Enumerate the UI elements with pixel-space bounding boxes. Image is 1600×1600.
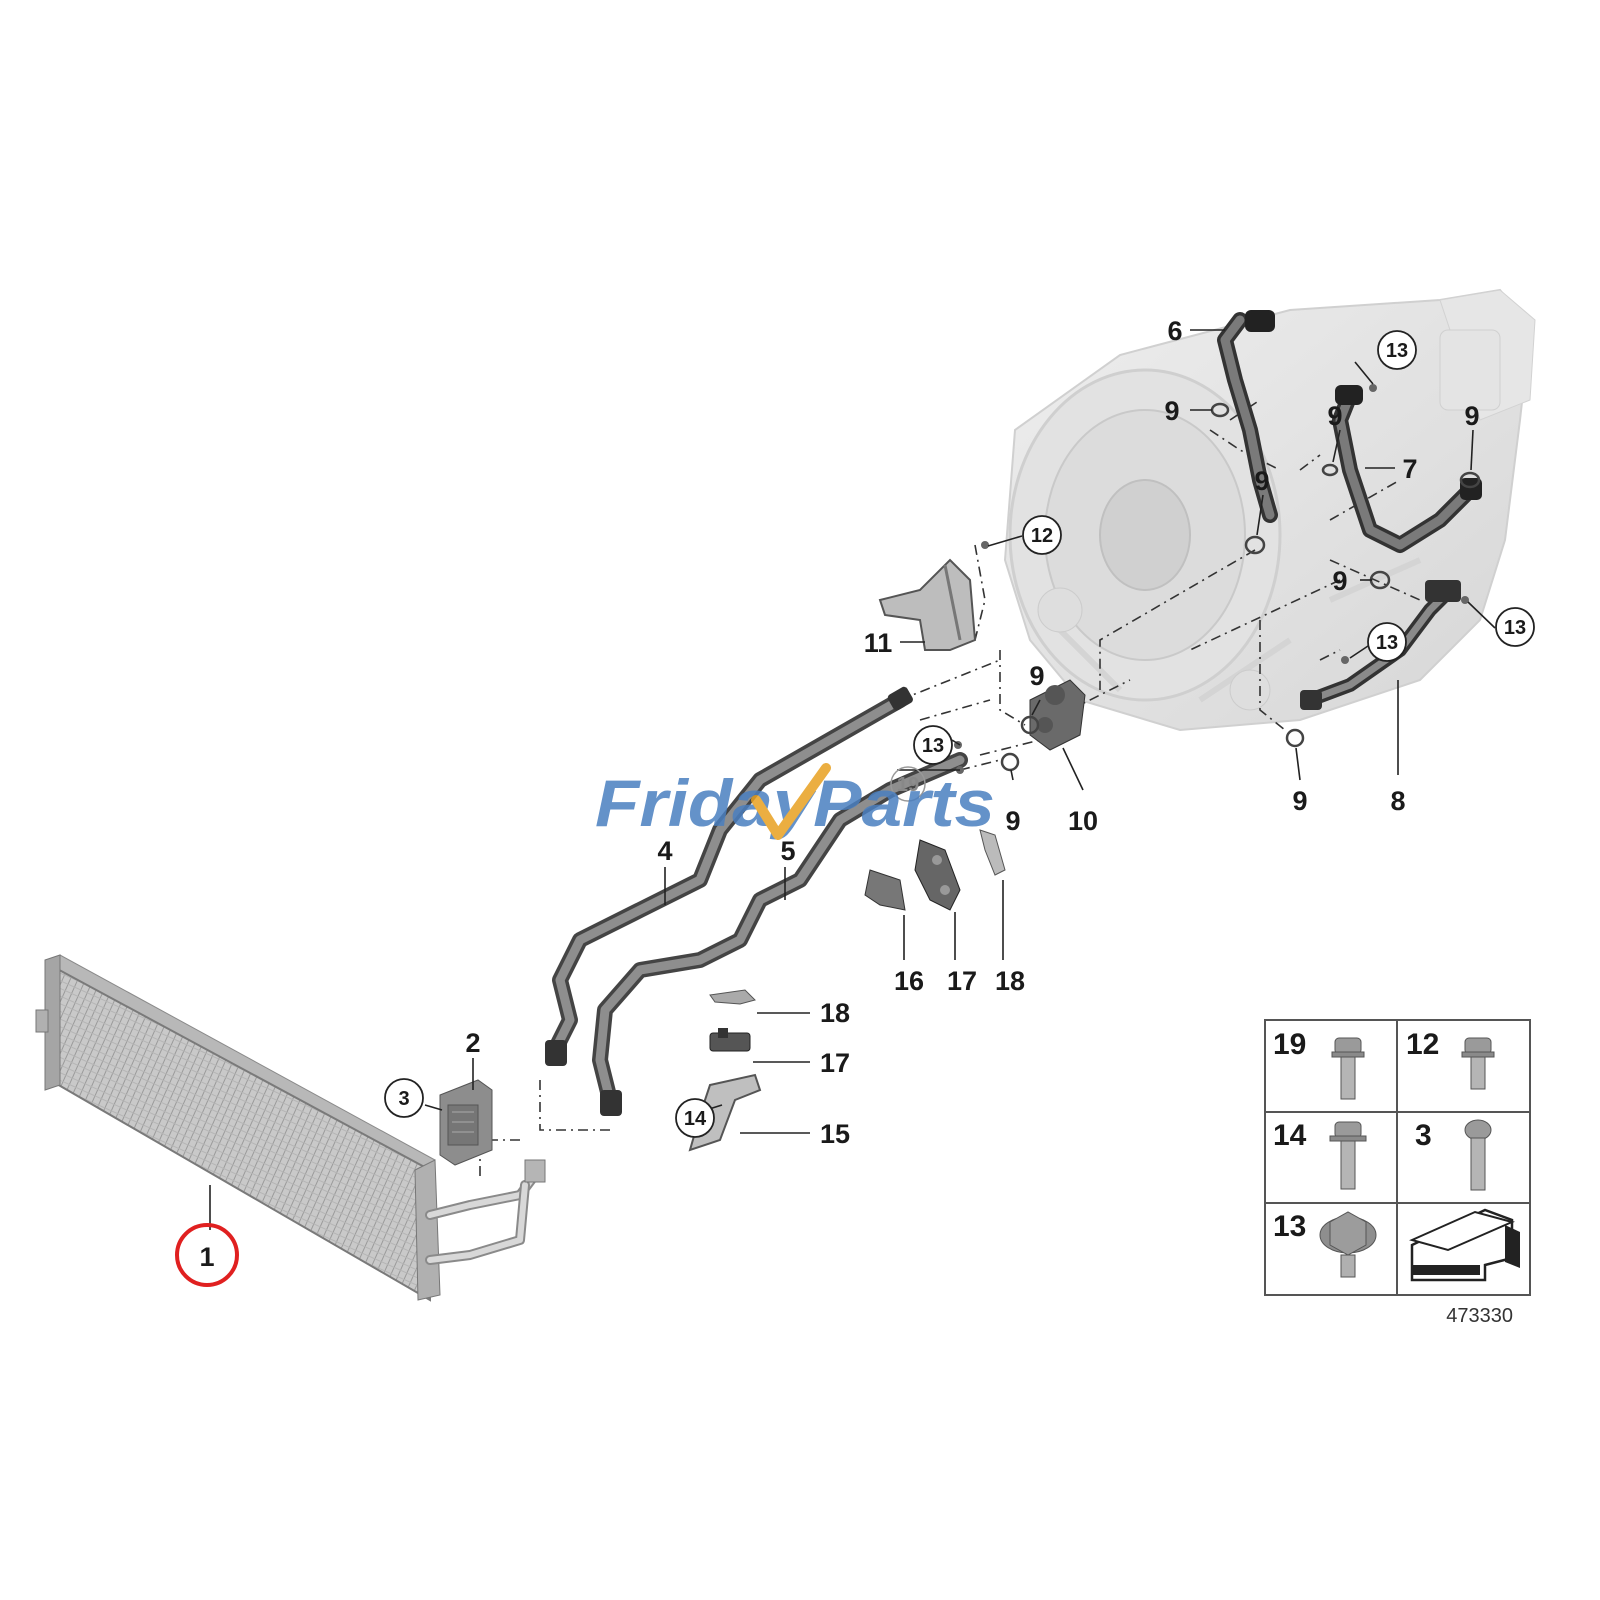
bolt-19-icon: [1331, 1037, 1365, 1100]
assembly-lines: [479, 399, 1421, 1180]
fastener-legend: 19 12 14 3 13: [1264, 1019, 1531, 1296]
clamp-17-upper[interactable]: [914, 839, 961, 911]
direction-arrow-icon: [1409, 1208, 1520, 1282]
callout-5[interactable]: 5: [780, 836, 795, 866]
callout-4[interactable]: 4: [657, 836, 672, 866]
oil-line-5[interactable]: [592, 752, 968, 1116]
callout-3[interactable]: 3: [398, 1088, 409, 1110]
callout-14[interactable]: 14: [684, 1108, 707, 1130]
callout-13[interactable]: 13: [1386, 340, 1408, 362]
callout-13[interactable]: 13: [1504, 617, 1526, 639]
callout-9[interactable]: 9: [1164, 396, 1179, 426]
callout-1-highlight[interactable]: [175, 1223, 239, 1287]
callout-9[interactable]: 9: [1332, 566, 1347, 596]
cooler-pipes: [425, 1159, 546, 1265]
legend-label-13: 13: [1273, 1210, 1306, 1243]
callout-2[interactable]: 2: [465, 1028, 480, 1058]
callout-19[interactable]: 19: [897, 774, 919, 796]
thermostat-valve[interactable]: [1029, 679, 1086, 751]
callout-18[interactable]: 18: [820, 998, 850, 1028]
diagram-id: 473330: [1446, 1305, 1513, 1327]
callout-17[interactable]: 17: [947, 966, 977, 996]
watermark: FridayParts: [595, 763, 995, 840]
legend-label-12: 12: [1406, 1028, 1439, 1061]
control-module[interactable]: [439, 1079, 493, 1166]
legend-label-19: 19: [1273, 1028, 1306, 1061]
callout-9[interactable]: 9: [1029, 661, 1044, 691]
bolt-14-icon: [1329, 1121, 1367, 1190]
callout-9[interactable]: 9: [1327, 401, 1342, 431]
callout-13[interactable]: 13: [1376, 632, 1398, 654]
hose-6[interactable]: [1217, 310, 1278, 523]
clip-18-upper[interactable]: [979, 829, 1006, 876]
bolt-3-icon: [1464, 1119, 1492, 1191]
clip-18-lower[interactable]: [709, 989, 756, 1005]
callout-9[interactable]: 9: [1292, 786, 1307, 816]
callout-9[interactable]: 9: [1005, 806, 1020, 836]
callout-11[interactable]: 11: [864, 628, 893, 658]
o-rings: [1000, 402, 1481, 772]
transmission-oil-cooler[interactable]: [35, 954, 441, 1302]
callout-17[interactable]: 17: [820, 1048, 850, 1078]
callout-9[interactable]: 9: [1464, 401, 1479, 431]
bracket-11[interactable]: [878, 558, 977, 651]
callout-12[interactable]: 12: [1031, 525, 1053, 547]
callout-8[interactable]: 8: [1390, 786, 1405, 816]
callouts: 1 2 3 4 5 6 7 8 9 9 9 9 9 9 9 9 10 11 12…: [175, 316, 1535, 1287]
nut-13-icon: [1319, 1211, 1377, 1278]
leader-lines: [209, 329, 1496, 1230]
callout-6[interactable]: 6: [1167, 316, 1182, 346]
callout-10[interactable]: 10: [1068, 806, 1098, 836]
callout-1[interactable]: 1: [199, 1242, 214, 1272]
callout-13[interactable]: 13: [922, 735, 944, 757]
bolt-12-icon: [1461, 1037, 1495, 1090]
callout-9[interactable]: 9: [1254, 466, 1269, 496]
callout-7[interactable]: 7: [1402, 454, 1417, 484]
callout-16[interactable]: 16: [894, 966, 924, 996]
legend-label-14: 14: [1273, 1119, 1307, 1152]
small-bolts: [954, 384, 1469, 774]
holder-16[interactable]: [864, 869, 906, 911]
callout-15[interactable]: 15: [820, 1119, 850, 1149]
checkmark-icon: [751, 763, 831, 840]
legend-label-3: 3: [1415, 1119, 1432, 1152]
clamp-17-lower[interactable]: [709, 1028, 751, 1052]
callout-18[interactable]: 18: [995, 966, 1025, 996]
oil-line-4[interactable]: [545, 685, 914, 1066]
